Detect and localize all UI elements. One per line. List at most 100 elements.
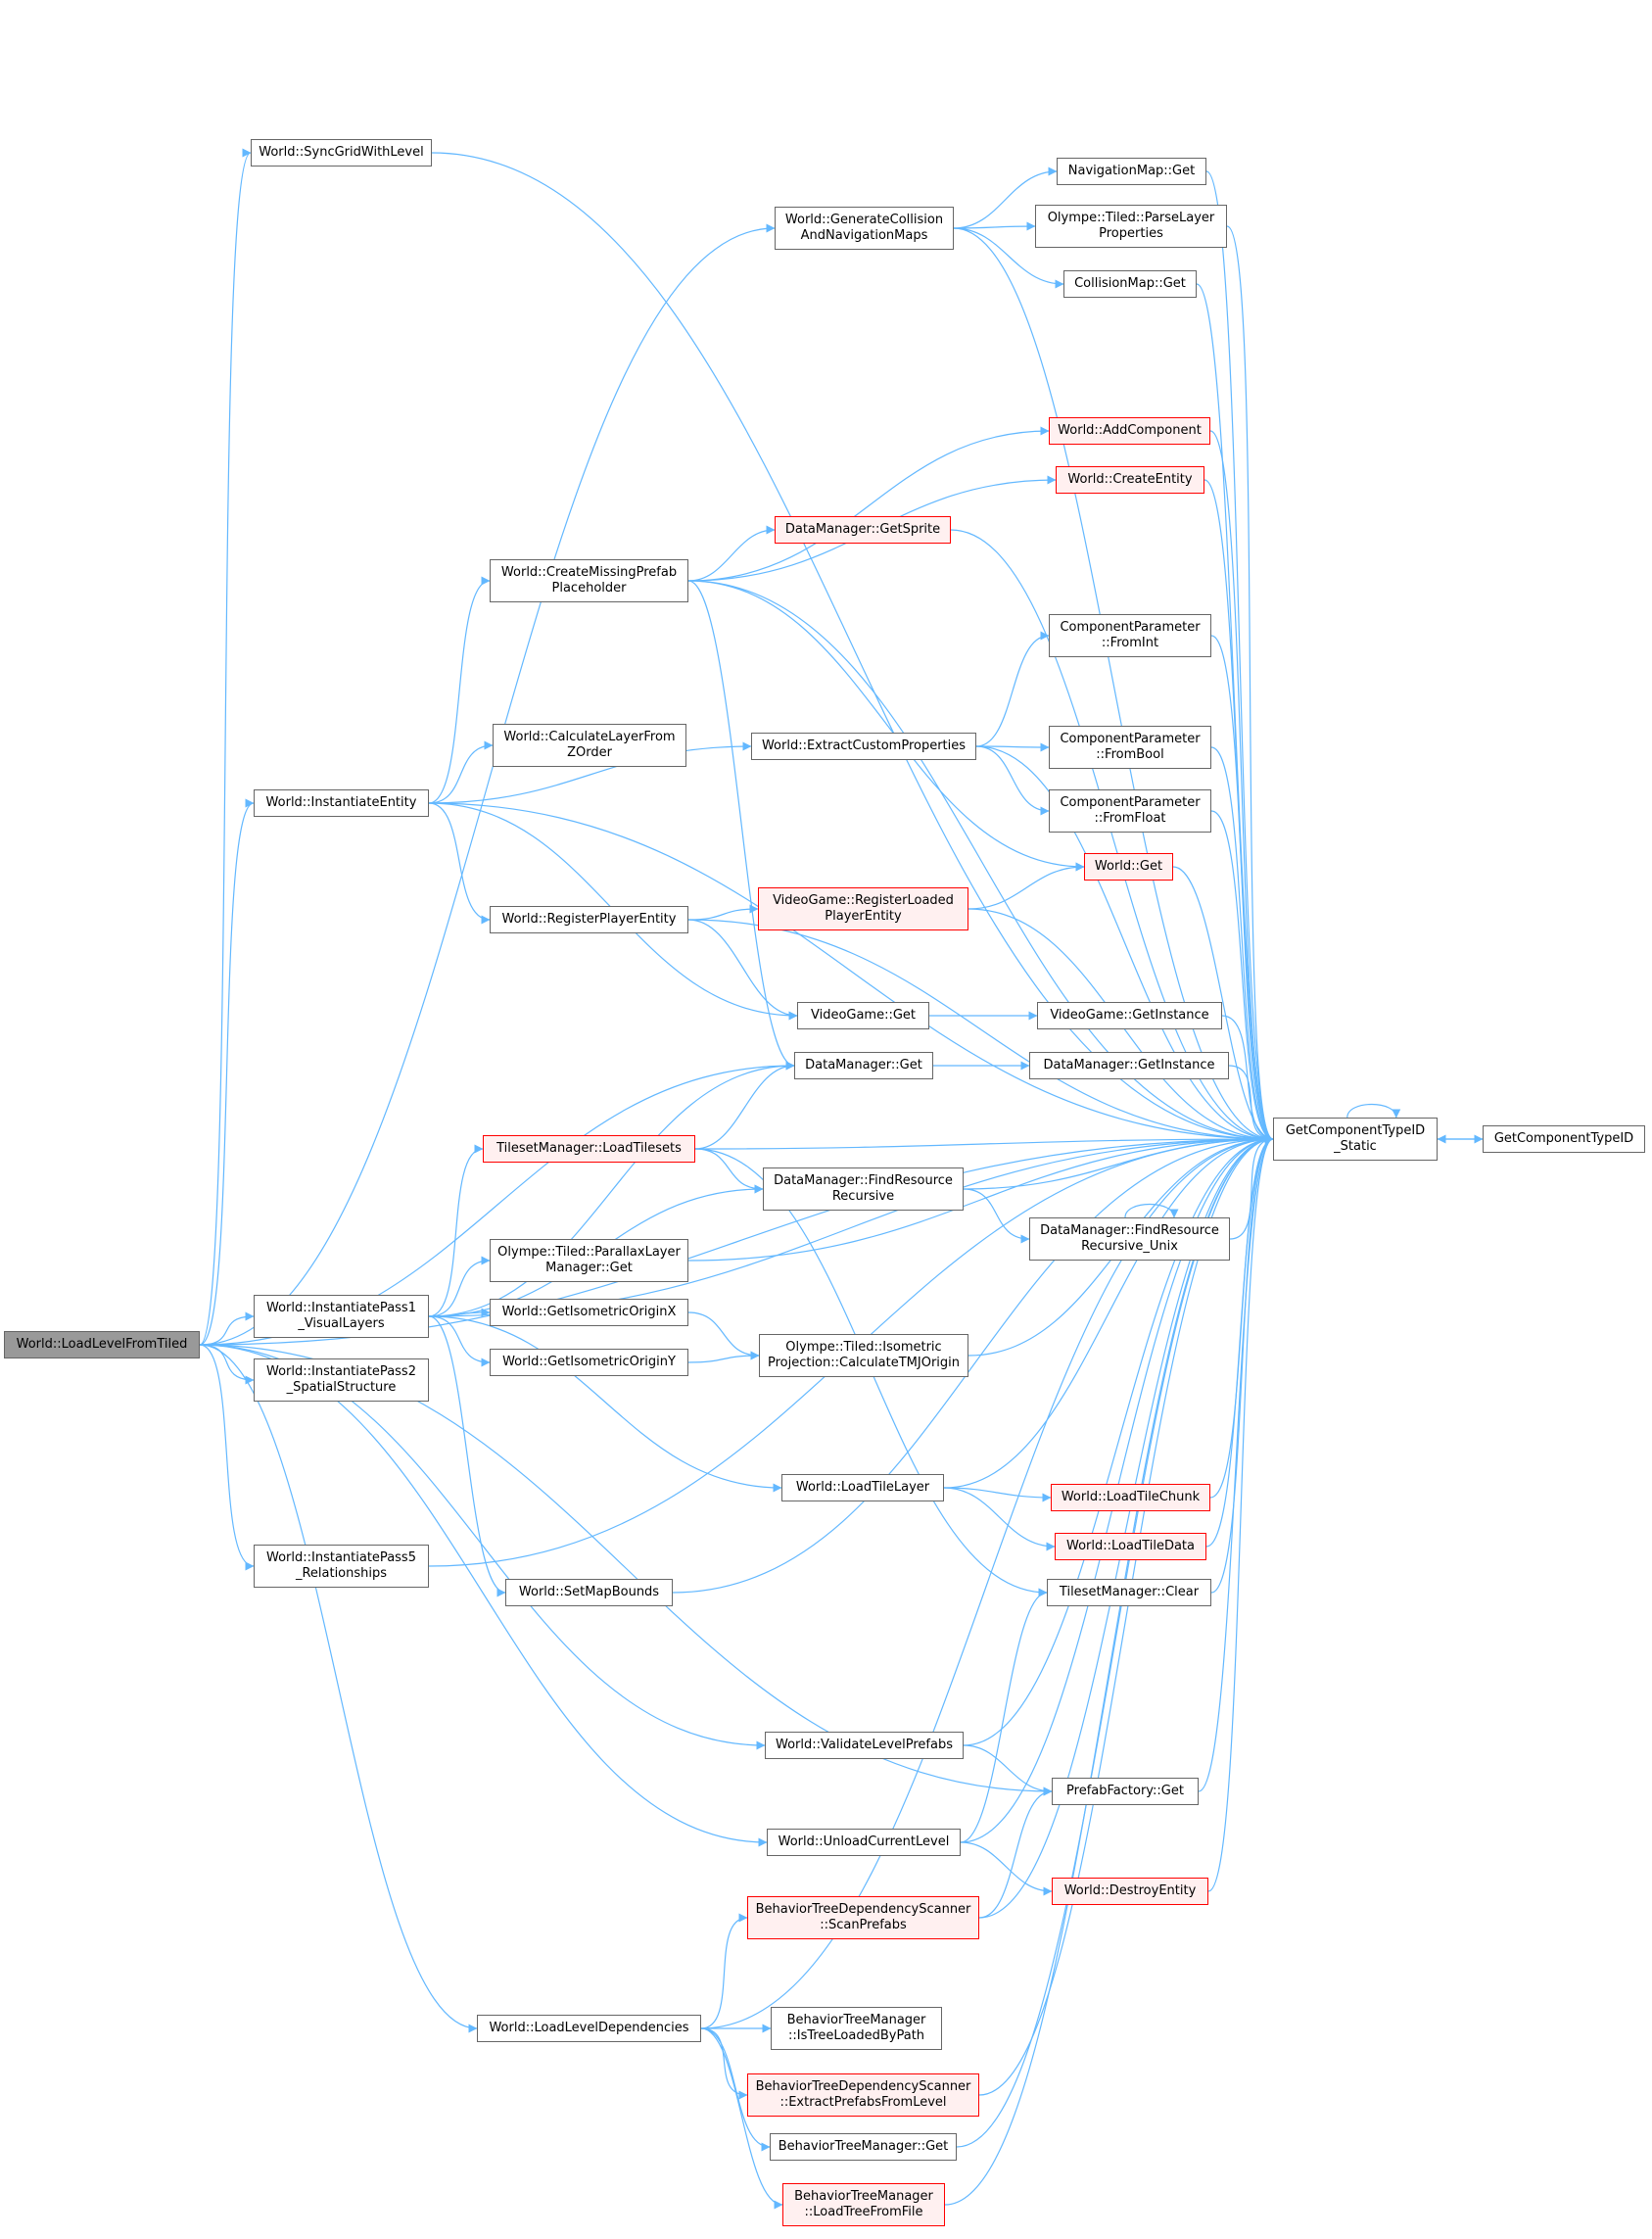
edge-n_pass1-n_loadtilelayer xyxy=(428,1315,782,1493)
node-label-line: _Relationships xyxy=(295,1566,388,1581)
node-label-line: ComponentParameter xyxy=(1060,795,1201,810)
node-label-line: BehaviorTreeManager::Get xyxy=(778,2139,949,2154)
node-get-isometric-origin-x[interactable]: World::GetIsometricOriginX xyxy=(490,1299,688,1326)
edge-n_missing-n_worldget xyxy=(687,580,1085,872)
node-set-map-bounds[interactable]: World::SetMapBounds xyxy=(505,1579,673,1606)
node-instantiate-entity[interactable]: World::InstantiateEntity xyxy=(254,789,429,817)
node-add-component[interactable]: World::AddComponent xyxy=(1049,417,1210,445)
node-load-tilesets[interactable]: TilesetManager::LoadTilesets xyxy=(483,1135,695,1163)
node-instantiate-pass2-spatial-structure[interactable]: World::InstantiatePass2_SpatialStructure xyxy=(254,1358,429,1402)
node-destroy-entity[interactable]: World::DestroyEntity xyxy=(1052,1878,1208,1905)
node-label-line: World::LoadLevelFromTiled xyxy=(16,1337,188,1352)
node-get-component-type-id-static[interactable]: GetComponentTypeID_Static xyxy=(1273,1118,1438,1161)
node-get-component-type-id[interactable]: GetComponentTypeID xyxy=(1483,1125,1645,1153)
edge-n_loadtilesets-n_findres xyxy=(694,1148,764,1194)
node-validate-level-prefabs[interactable]: World::ValidateLevelPrefabs xyxy=(765,1732,964,1759)
node-label-line: World::ExtractCustomProperties xyxy=(761,738,967,753)
edge-n_navget-n_static xyxy=(1205,170,1274,1144)
node-data-manager-get[interactable]: DataManager::Get xyxy=(794,1052,933,1079)
node-instantiate-pass5-relationships[interactable]: World::InstantiatePass5_Relationships xyxy=(254,1545,429,1588)
node-label-line: BehaviorTreeDependencyScanner xyxy=(755,2079,971,2094)
node-load-tile-layer[interactable]: World::LoadTileLayer xyxy=(781,1474,944,1501)
edge-n_loadtilesets-n_dmget xyxy=(694,1061,795,1150)
edge-n_missing-n_addcomp xyxy=(687,426,1050,582)
node-load-level-from-tiled[interactable]: World::LoadLevelFromTiled xyxy=(4,1331,200,1358)
edge-n_getsprite-n_static xyxy=(950,529,1274,1144)
node-scan-prefabs[interactable]: BehaviorTreeDependencyScanner::ScanPrefa… xyxy=(747,1896,979,1939)
node-video-game-get-instance[interactable]: VideoGame::GetInstance xyxy=(1037,1002,1222,1029)
edge-n_isoy-n_tmj xyxy=(687,1351,760,1363)
node-navigation-map-get[interactable]: NavigationMap::Get xyxy=(1057,158,1206,185)
node-label-line: TilesetManager::LoadTilesets xyxy=(496,1141,682,1156)
node-behavior-tree-manager-get[interactable]: BehaviorTreeManager::Get xyxy=(770,2133,957,2161)
node-get-isometric-origin-y[interactable]: World::GetIsometricOriginY xyxy=(490,1349,688,1376)
node-label-line: ComponentParameter xyxy=(1060,732,1201,746)
edge-n_fromint-n_static xyxy=(1210,635,1274,1144)
node-label-line: Olympe::Tiled::Isometric xyxy=(785,1340,942,1355)
edge-n_root-n_loaddeps xyxy=(199,1344,478,2033)
node-get-sprite[interactable]: DataManager::GetSprite xyxy=(775,516,951,544)
edge-n_root-n_unload xyxy=(199,1344,768,1847)
node-component-parameter-from-bool[interactable]: ComponentParameter::FromBool xyxy=(1049,726,1211,769)
node-label-line: World::InstantiatePass5 xyxy=(266,1550,416,1565)
node-unload-current-level[interactable]: World::UnloadCurrentLevel xyxy=(767,1829,961,1856)
node-label-line: World::RegisterPlayerEntity xyxy=(501,912,677,927)
node-create-entity[interactable]: World::CreateEntity xyxy=(1056,466,1204,494)
node-load-level-dependencies[interactable]: World::LoadLevelDependencies xyxy=(477,2015,701,2042)
edge-n_loaddeps-n_loadtree xyxy=(700,2027,783,2210)
edge-n_pass1-n_isoy xyxy=(428,1315,491,1367)
node-label-line: GetComponentTypeID xyxy=(1285,1123,1426,1138)
node-label-line: PlayerEntity xyxy=(825,909,902,924)
node-label-line: World::LoadTileData xyxy=(1065,1539,1195,1553)
node-sync-grid-with-level[interactable]: World::SyncGridWithLevel xyxy=(251,139,432,167)
node-collision-map-get[interactable]: CollisionMap::Get xyxy=(1063,270,1197,298)
node-label-line: DataManager::FindResource xyxy=(774,1173,953,1188)
edge-n_findunix-n_findunix xyxy=(1124,1203,1179,1218)
edge-n_validate-n_static xyxy=(963,1134,1274,1746)
node-label-line: ::FromBool xyxy=(1096,747,1164,762)
edge-n_gencol-n_parselayer xyxy=(953,221,1036,231)
node-label-line: ::ScanPrefabs xyxy=(820,1918,907,1932)
edge-n_loaddeps-n_btget xyxy=(700,2027,771,2152)
node-extract-prefabs-from-level[interactable]: BehaviorTreeDependencyScanner::ExtractPr… xyxy=(747,2073,979,2117)
edge-n_missing-n_dmget xyxy=(687,580,795,1071)
edge-n_instent-n_regplayer xyxy=(428,802,491,925)
node-video-game-get[interactable]: VideoGame::Get xyxy=(797,1002,929,1029)
node-prefab-factory-get[interactable]: PrefabFactory::Get xyxy=(1052,1778,1199,1805)
node-label-line: VideoGame::RegisterLoaded xyxy=(773,893,954,908)
node-label-line: World::GenerateCollision xyxy=(784,213,944,227)
edge-n_isox-n_tmj xyxy=(687,1311,760,1360)
edge-n_instent-n_calclayer xyxy=(428,740,494,804)
node-instantiate-pass1-visual-layers[interactable]: World::InstantiatePass1_VisualLayers xyxy=(254,1295,429,1338)
node-label-line: NavigationMap::Get xyxy=(1067,164,1196,178)
node-data-manager-get-instance[interactable]: DataManager::GetInstance xyxy=(1029,1052,1229,1079)
edge-n_regloaded-n_worldget xyxy=(968,862,1085,910)
edge-n_missing-n_getsprite xyxy=(687,525,776,582)
node-component-parameter-from-int[interactable]: ComponentParameter::FromInt xyxy=(1049,614,1211,657)
node-tileset-manager-clear[interactable]: TilesetManager::Clear xyxy=(1047,1579,1211,1606)
edge-n_gencol-n_colget xyxy=(953,227,1064,289)
node-is-tree-loaded-by-path[interactable]: BehaviorTreeManager::IsTreeLoadedByPath xyxy=(771,2007,942,2050)
node-load-tile-chunk[interactable]: World::LoadTileChunk xyxy=(1051,1484,1210,1511)
edge-n_extract-n_static xyxy=(975,745,1274,1144)
node-register-player-entity[interactable]: World::RegisterPlayerEntity xyxy=(490,906,688,933)
node-extract-custom-properties[interactable]: World::ExtractCustomProperties xyxy=(751,733,976,760)
node-label-line: World::CreateMissingPrefab xyxy=(500,565,678,580)
node-label-line: Olympe::Tiled::ParseLayer xyxy=(1047,211,1215,225)
node-load-tree-from-file[interactable]: BehaviorTreeManager::LoadTreeFromFile xyxy=(782,2183,945,2226)
node-world-get[interactable]: World::Get xyxy=(1084,853,1173,881)
node-label-line: ::LoadTreeFromFile xyxy=(804,2205,923,2219)
edge-n_loadtilesets-n_static xyxy=(694,1134,1274,1150)
node-component-parameter-from-float[interactable]: ComponentParameter::FromFloat xyxy=(1049,789,1211,833)
edge-n_gencol-n_static xyxy=(953,227,1274,1144)
node-load-tile-data[interactable]: World::LoadTileData xyxy=(1055,1533,1206,1560)
